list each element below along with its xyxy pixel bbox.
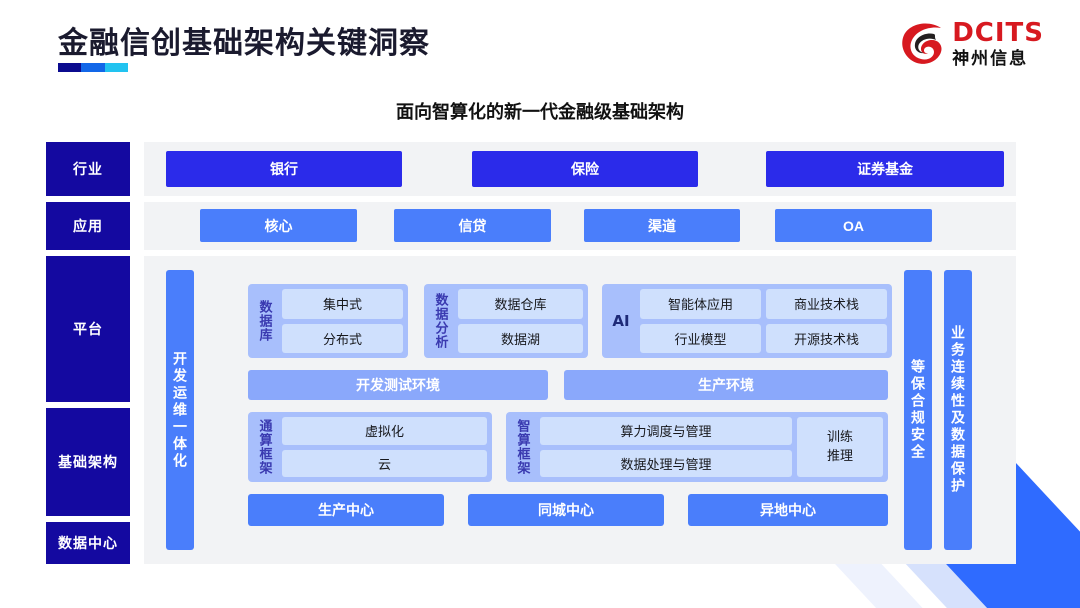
data-analysis-item-lake[interactable]: 数据湖: [458, 323, 583, 353]
application-panel: 核心 信贷 渠道 OA: [144, 202, 1016, 250]
group-data-analysis-label: 数据分析: [433, 293, 449, 349]
application-chip-core[interactable]: 核心: [200, 209, 357, 242]
datacenter-same-city[interactable]: 同城中心: [468, 494, 664, 526]
group-database-label: 数据库: [257, 300, 273, 342]
group-general-compute-framework: 通算框架 虚拟化 云: [248, 412, 492, 482]
architecture-diagram: 行业 应用 平台 基础架构 数据中心 银行 保险 证券基金 核心 信贷 渠道 O…: [46, 142, 1016, 564]
intelligent-compute-train-infer[interactable]: 训练 推理: [797, 417, 883, 477]
general-compute-item-virtualization[interactable]: 虚拟化: [282, 417, 487, 445]
database-item-distributed[interactable]: 分布式: [282, 323, 403, 353]
dcits-swirl-logo-icon: [902, 23, 942, 64]
application-chip-channel[interactable]: 渠道: [584, 209, 740, 242]
group-intelligent-compute-label: 智算框架: [515, 419, 531, 475]
datacenter-production[interactable]: 生产中心: [248, 494, 444, 526]
layer-label-column: 行业 应用 平台 基础架构 数据中心: [46, 142, 130, 564]
sidebar-item-infrastructure[interactable]: 基础架构: [46, 408, 130, 516]
train-label: 训练: [826, 429, 853, 445]
ai-item-commercial-stack[interactable]: 商业技术栈: [766, 289, 887, 319]
database-item-centralized[interactable]: 集中式: [282, 289, 403, 319]
ai-item-industry-model[interactable]: 行业模型: [640, 323, 761, 353]
data-analysis-item-warehouse[interactable]: 数据仓库: [458, 289, 583, 319]
application-chip-credit[interactable]: 信贷: [394, 209, 551, 242]
ai-item-agent-application[interactable]: 智能体应用: [640, 289, 761, 319]
industry-chip-row: 银行 保险 证券基金: [154, 151, 1006, 187]
industry-chip-securities-fund[interactable]: 证券基金: [766, 151, 1004, 187]
vertical-bar-devops[interactable]: 开发运维一体化: [166, 270, 194, 550]
industry-chip-insurance[interactable]: 保险: [472, 151, 698, 187]
intelligent-compute-item-power-scheduling[interactable]: 算力调度与管理: [540, 417, 792, 445]
sidebar-item-industry[interactable]: 行业: [46, 142, 130, 196]
group-intelligent-compute-framework: 智算框架 算力调度与管理 数据处理与管理 训练 推理: [506, 412, 888, 482]
group-ai: AI 智能体应用 商业技术栈 行业模型 开源技术栈: [602, 284, 892, 358]
group-ai-label: AI: [612, 312, 630, 330]
diagram-subtitle: 面向智算化的新一代金融级基础架构: [396, 102, 684, 122]
datacenter-remote[interactable]: 异地中心: [688, 494, 888, 526]
logo-en-text: DCITS: [952, 18, 1044, 48]
group-data-analysis: 数据分析 数据仓库 数据湖: [424, 284, 588, 358]
brand-logo: DCITS 神州信息: [901, 20, 1044, 67]
sidebar-item-application[interactable]: 应用: [46, 202, 130, 250]
general-compute-item-cloud[interactable]: 云: [282, 449, 487, 477]
environment-dev-test[interactable]: 开发测试环境: [248, 370, 548, 400]
ai-item-opensource-stack[interactable]: 开源技术栈: [766, 323, 887, 353]
group-database: 数据库 集中式 分布式: [248, 284, 408, 358]
vertical-bar-security[interactable]: 等保合规安全: [904, 270, 932, 550]
application-chip-row: 核心 信贷 渠道 OA: [154, 209, 1006, 242]
logo-cn-text: 神州信息: [952, 49, 1029, 68]
vertical-bar-continuity[interactable]: 业务连续性及数据保护: [944, 270, 972, 550]
industry-chip-bank[interactable]: 银行: [166, 151, 402, 187]
industry-panel: 银行 保险 证券基金: [144, 142, 1016, 196]
sidebar-item-datacenter[interactable]: 数据中心: [46, 522, 130, 564]
platform-stack-panel: 开发运维一体化 等保合规安全 业务连续性及数据保护 数据库 集中式 分布式 数据…: [144, 256, 1016, 564]
slide-header: 金融信创基础架构关键洞察 DCITS 神州信息: [0, 0, 1080, 92]
environment-production[interactable]: 生产环境: [564, 370, 888, 400]
infer-label: 推理: [826, 448, 853, 463]
application-chip-oa[interactable]: OA: [775, 209, 932, 242]
group-general-compute-label: 通算框架: [257, 419, 273, 475]
page-title: 金融信创基础架构关键洞察: [58, 27, 430, 60]
sidebar-item-platform[interactable]: 平台: [46, 256, 130, 402]
intelligent-compute-item-data-processing[interactable]: 数据处理与管理: [540, 449, 792, 477]
title-accent-bar: [58, 63, 128, 72]
